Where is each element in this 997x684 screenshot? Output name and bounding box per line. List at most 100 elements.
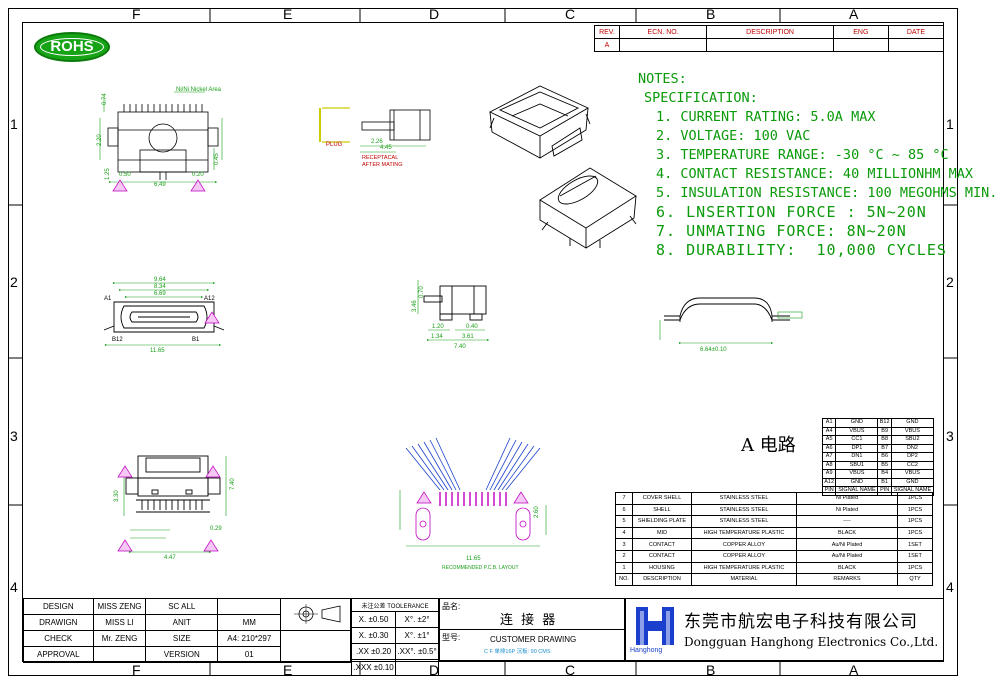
title-block-left: DESIGN MISS ZENG SC ALL DRAWIGN MISS LI …: [23, 598, 351, 663]
zone-row-4-left: 4: [10, 579, 18, 595]
pin-cell: B9: [877, 426, 892, 436]
note-item: 8. DURABILITY: 10,000 CYCLES: [656, 241, 947, 259]
bom-cell: HIGH TEMPERATURE PLASTIC: [691, 561, 797, 575]
bom-cell: CONTACT: [632, 549, 692, 563]
pin-cell: A12: [821, 477, 837, 487]
zone-row-1-right: 1: [946, 116, 954, 132]
note-item: 3. TEMPERATURE RANGE: -30 °C ~ 85 °C: [656, 147, 949, 163]
dim-label: 3.30: [114, 490, 120, 502]
bom-cell: ----: [796, 515, 898, 528]
pin-cell: CC2: [890, 460, 935, 470]
tolerance-cell: X. ±0.30: [350, 627, 397, 644]
pcb-layout-view: [399, 437, 547, 547]
product-name: 连 接 器: [500, 613, 558, 628]
rev-row-rev: A: [594, 38, 620, 52]
pcb-layout-label: RECOMMENDED P.C.B. LAYOUT: [442, 565, 519, 571]
size-value: A4: 210*297: [217, 630, 282, 647]
dim-label: 6.69: [154, 291, 166, 297]
pin-cell: A9: [821, 469, 837, 479]
bom-cell: Au/Ni Plated: [796, 538, 898, 551]
dim-label: 8.34: [154, 284, 166, 290]
product-name-label: 品名:: [442, 602, 461, 611]
pin-cell: GND: [890, 477, 935, 487]
pin-cell: DN2: [890, 443, 935, 453]
zone-col-b-top: B: [706, 6, 716, 22]
pin-cell: VBUS: [890, 469, 935, 479]
note-item: 2. VOLTAGE: 100 VAC: [656, 128, 811, 144]
dim-label: 7.40: [454, 344, 466, 350]
pin-cell: A4: [821, 426, 837, 436]
note-item: 1. CURRENT RATING: 5.0A MAX: [656, 109, 876, 125]
zone-col-f-bottom: F: [132, 662, 141, 678]
bom-cell: COPPER ALLOY: [691, 538, 797, 551]
drawing-frame: [8, 8, 958, 676]
note-item: 5. INSULATION RESISTANCE: 100 MEGOHMS MI…: [656, 185, 997, 201]
dim-label: 0.70: [419, 286, 425, 298]
approval-label: APPROVAL: [23, 646, 94, 663]
bom-cell: SHELL: [632, 503, 692, 517]
drawing-name: MISS LI: [92, 614, 147, 631]
bom-cell: COPPER ALLOY: [691, 549, 797, 563]
bom-cell: CONTACT: [632, 538, 692, 551]
zone-col-c-bottom: C: [565, 662, 576, 678]
pin-cell: VBUS: [835, 426, 879, 436]
after-mating-label: AFTER MATING: [362, 162, 403, 168]
rev-row-description: [706, 38, 834, 52]
plug-label: PLUG: [326, 142, 343, 148]
front-view-receptacle: [103, 301, 225, 333]
bom-cell: 2: [615, 549, 633, 563]
pin-cell: A1: [821, 418, 837, 428]
note-item: 6. LNSERTION FORCE : 5N~20N: [656, 203, 927, 221]
pin-cell: B6: [877, 452, 892, 462]
datum-triangle-icon: [203, 539, 219, 552]
dim-label: 4.45: [380, 145, 392, 151]
bom-cell: 4: [615, 526, 633, 540]
bom-header-cell: QTY: [897, 573, 933, 586]
dim-label: 0.29: [210, 526, 222, 532]
note-item: 7. UNMATING FORCE: 8N~20N: [656, 222, 907, 240]
zone-row-2-left: 2: [10, 274, 18, 290]
scale-value: [217, 598, 282, 615]
isometric-view-1: [488, 85, 591, 159]
bom-cell: COVER SHELL: [632, 492, 692, 505]
check-name: Mr. ZENG: [92, 630, 147, 647]
bom-cell: Au/Ni Plated: [796, 549, 898, 563]
pin-cell: A5: [821, 435, 837, 445]
pin-cell: GND: [835, 477, 879, 487]
bom-cell: 6: [615, 503, 633, 517]
dim-label: 11.65: [466, 556, 481, 562]
notes-subtitle: SPECIFICATION:: [644, 90, 758, 106]
model-sub: C F 单排16P 沉板: 90 CMS: [484, 649, 551, 655]
pin-cell: A8: [821, 460, 837, 470]
pin-cell: A6: [821, 443, 837, 453]
bom-cell: 1PCS: [897, 492, 933, 505]
bom-cell: SHIELDING PLATE: [632, 515, 692, 528]
tolerance-cell: X°. ±2°: [395, 611, 439, 628]
pin-cell: B1: [877, 477, 892, 487]
company-block: Hanghong 东莞市航宏电子科技有限公司 Dongguan Hanghong…: [625, 598, 944, 661]
top-contour-view: [664, 297, 790, 322]
pin-cell: GND: [890, 418, 935, 428]
pin-cell: DP1: [835, 443, 879, 453]
blank-cell: [280, 630, 351, 663]
zone-col-d-top: D: [429, 6, 440, 22]
receptacle-label: RECEPTACAL: [362, 155, 398, 161]
datum-triangle-icon: [204, 311, 220, 324]
tolerance-title: 未注公差 TOOLERANCE: [351, 598, 439, 612]
pin-cell: CC1: [835, 435, 879, 445]
check-label: CHECK: [23, 630, 94, 647]
bom-cell: HIGH TEMPERATURE PLASTIC: [691, 526, 797, 540]
